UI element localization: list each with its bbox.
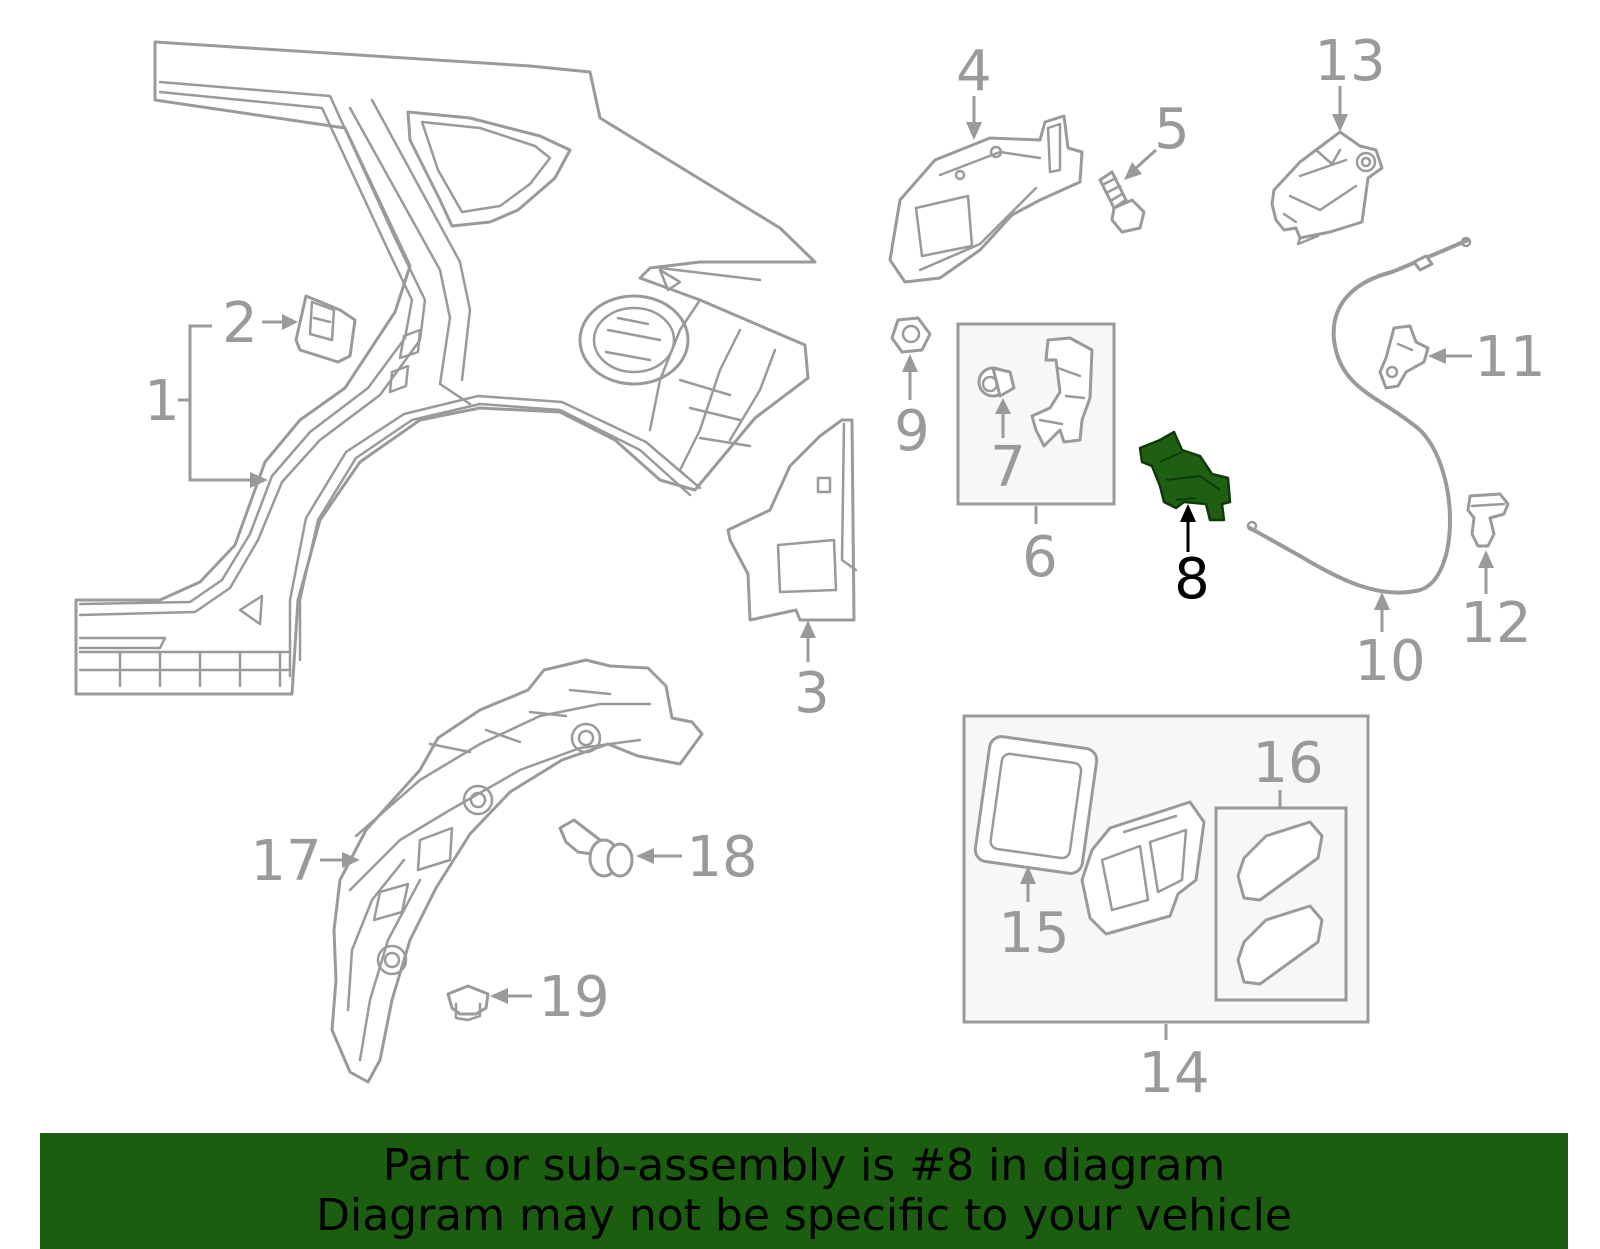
- clip-bracket-part-11[interactable]: [1378, 324, 1430, 390]
- callout-1: 1: [144, 324, 268, 488]
- callout-number: 1: [144, 369, 180, 434]
- callout-number: 16: [1252, 731, 1323, 796]
- assembly-box-6[interactable]: [956, 322, 1116, 506]
- callout-number: 8: [1174, 547, 1210, 612]
- latch-actuator-part-13[interactable]: [1270, 130, 1384, 246]
- callout-number: 15: [998, 901, 1069, 966]
- callout-number: 5: [1154, 97, 1190, 162]
- callout-10: 10: [1354, 592, 1426, 694]
- callout-number: 18: [686, 825, 757, 890]
- bolt-part-5[interactable]: [1098, 170, 1146, 234]
- callout-15: 15: [998, 866, 1070, 966]
- callout-number: 9: [894, 399, 930, 464]
- callout-5: 5: [1124, 97, 1190, 180]
- callout-6: 6: [1022, 506, 1058, 590]
- callout-number: 12: [1460, 591, 1531, 656]
- callout-4: 4: [956, 39, 992, 140]
- callout-13: 13: [1314, 29, 1386, 132]
- push-clip-part-18[interactable]: [558, 818, 634, 878]
- callout-number: 11: [1474, 325, 1545, 390]
- callout-number: 6: [1022, 525, 1058, 590]
- callout-19: 19: [490, 965, 610, 1030]
- callout-12: 12: [1460, 550, 1532, 656]
- info-banner: Part or sub-assembly is #8 in diagram Di…: [40, 1133, 1568, 1249]
- callout-number: 17: [250, 829, 321, 894]
- callout-number: 14: [1138, 1041, 1209, 1106]
- callout-9: 9: [894, 354, 930, 464]
- wheel-liner-part-17[interactable]: [330, 658, 704, 1084]
- callout-8: 8: [1174, 504, 1210, 612]
- callout-number: 13: [1314, 29, 1385, 94]
- quarter-panel-part-1[interactable]: [74, 40, 817, 696]
- callout-number: 10: [1354, 629, 1425, 694]
- banner-line-1: Part or sub-assembly is #8 in diagram: [382, 1140, 1226, 1191]
- release-cable-part-10[interactable]: [1246, 236, 1472, 595]
- callout-number: 7: [990, 435, 1026, 500]
- callout-16: 16: [1252, 731, 1324, 808]
- callout-number: 2: [222, 291, 258, 356]
- callout-number: 4: [956, 39, 992, 104]
- push-clip-part-12[interactable]: [1466, 492, 1510, 548]
- bracket-panel-part-3[interactable]: [726, 418, 858, 622]
- nut-part-19[interactable]: [446, 984, 490, 1022]
- callout-14: 14: [1138, 1024, 1210, 1106]
- callout-7: 7: [990, 398, 1026, 500]
- callout-11: 11: [1428, 325, 1546, 390]
- banner-line-2: Diagram may not be specific to your vehi…: [316, 1190, 1292, 1241]
- callout-number: 19: [538, 965, 609, 1030]
- callout-18: 18: [636, 825, 758, 890]
- callout-17: 17: [250, 829, 360, 894]
- highlighted-part-8[interactable]: [1138, 430, 1232, 522]
- fuel-door-housing-part-4[interactable]: [888, 114, 1084, 284]
- nut-part-9[interactable]: [890, 316, 932, 354]
- assembly-box-14[interactable]: [962, 714, 1370, 1024]
- plate-part-2[interactable]: [294, 294, 357, 364]
- callout-3: 3: [794, 620, 830, 726]
- callout-2: 2: [222, 291, 298, 356]
- callout-number: 3: [794, 661, 830, 726]
